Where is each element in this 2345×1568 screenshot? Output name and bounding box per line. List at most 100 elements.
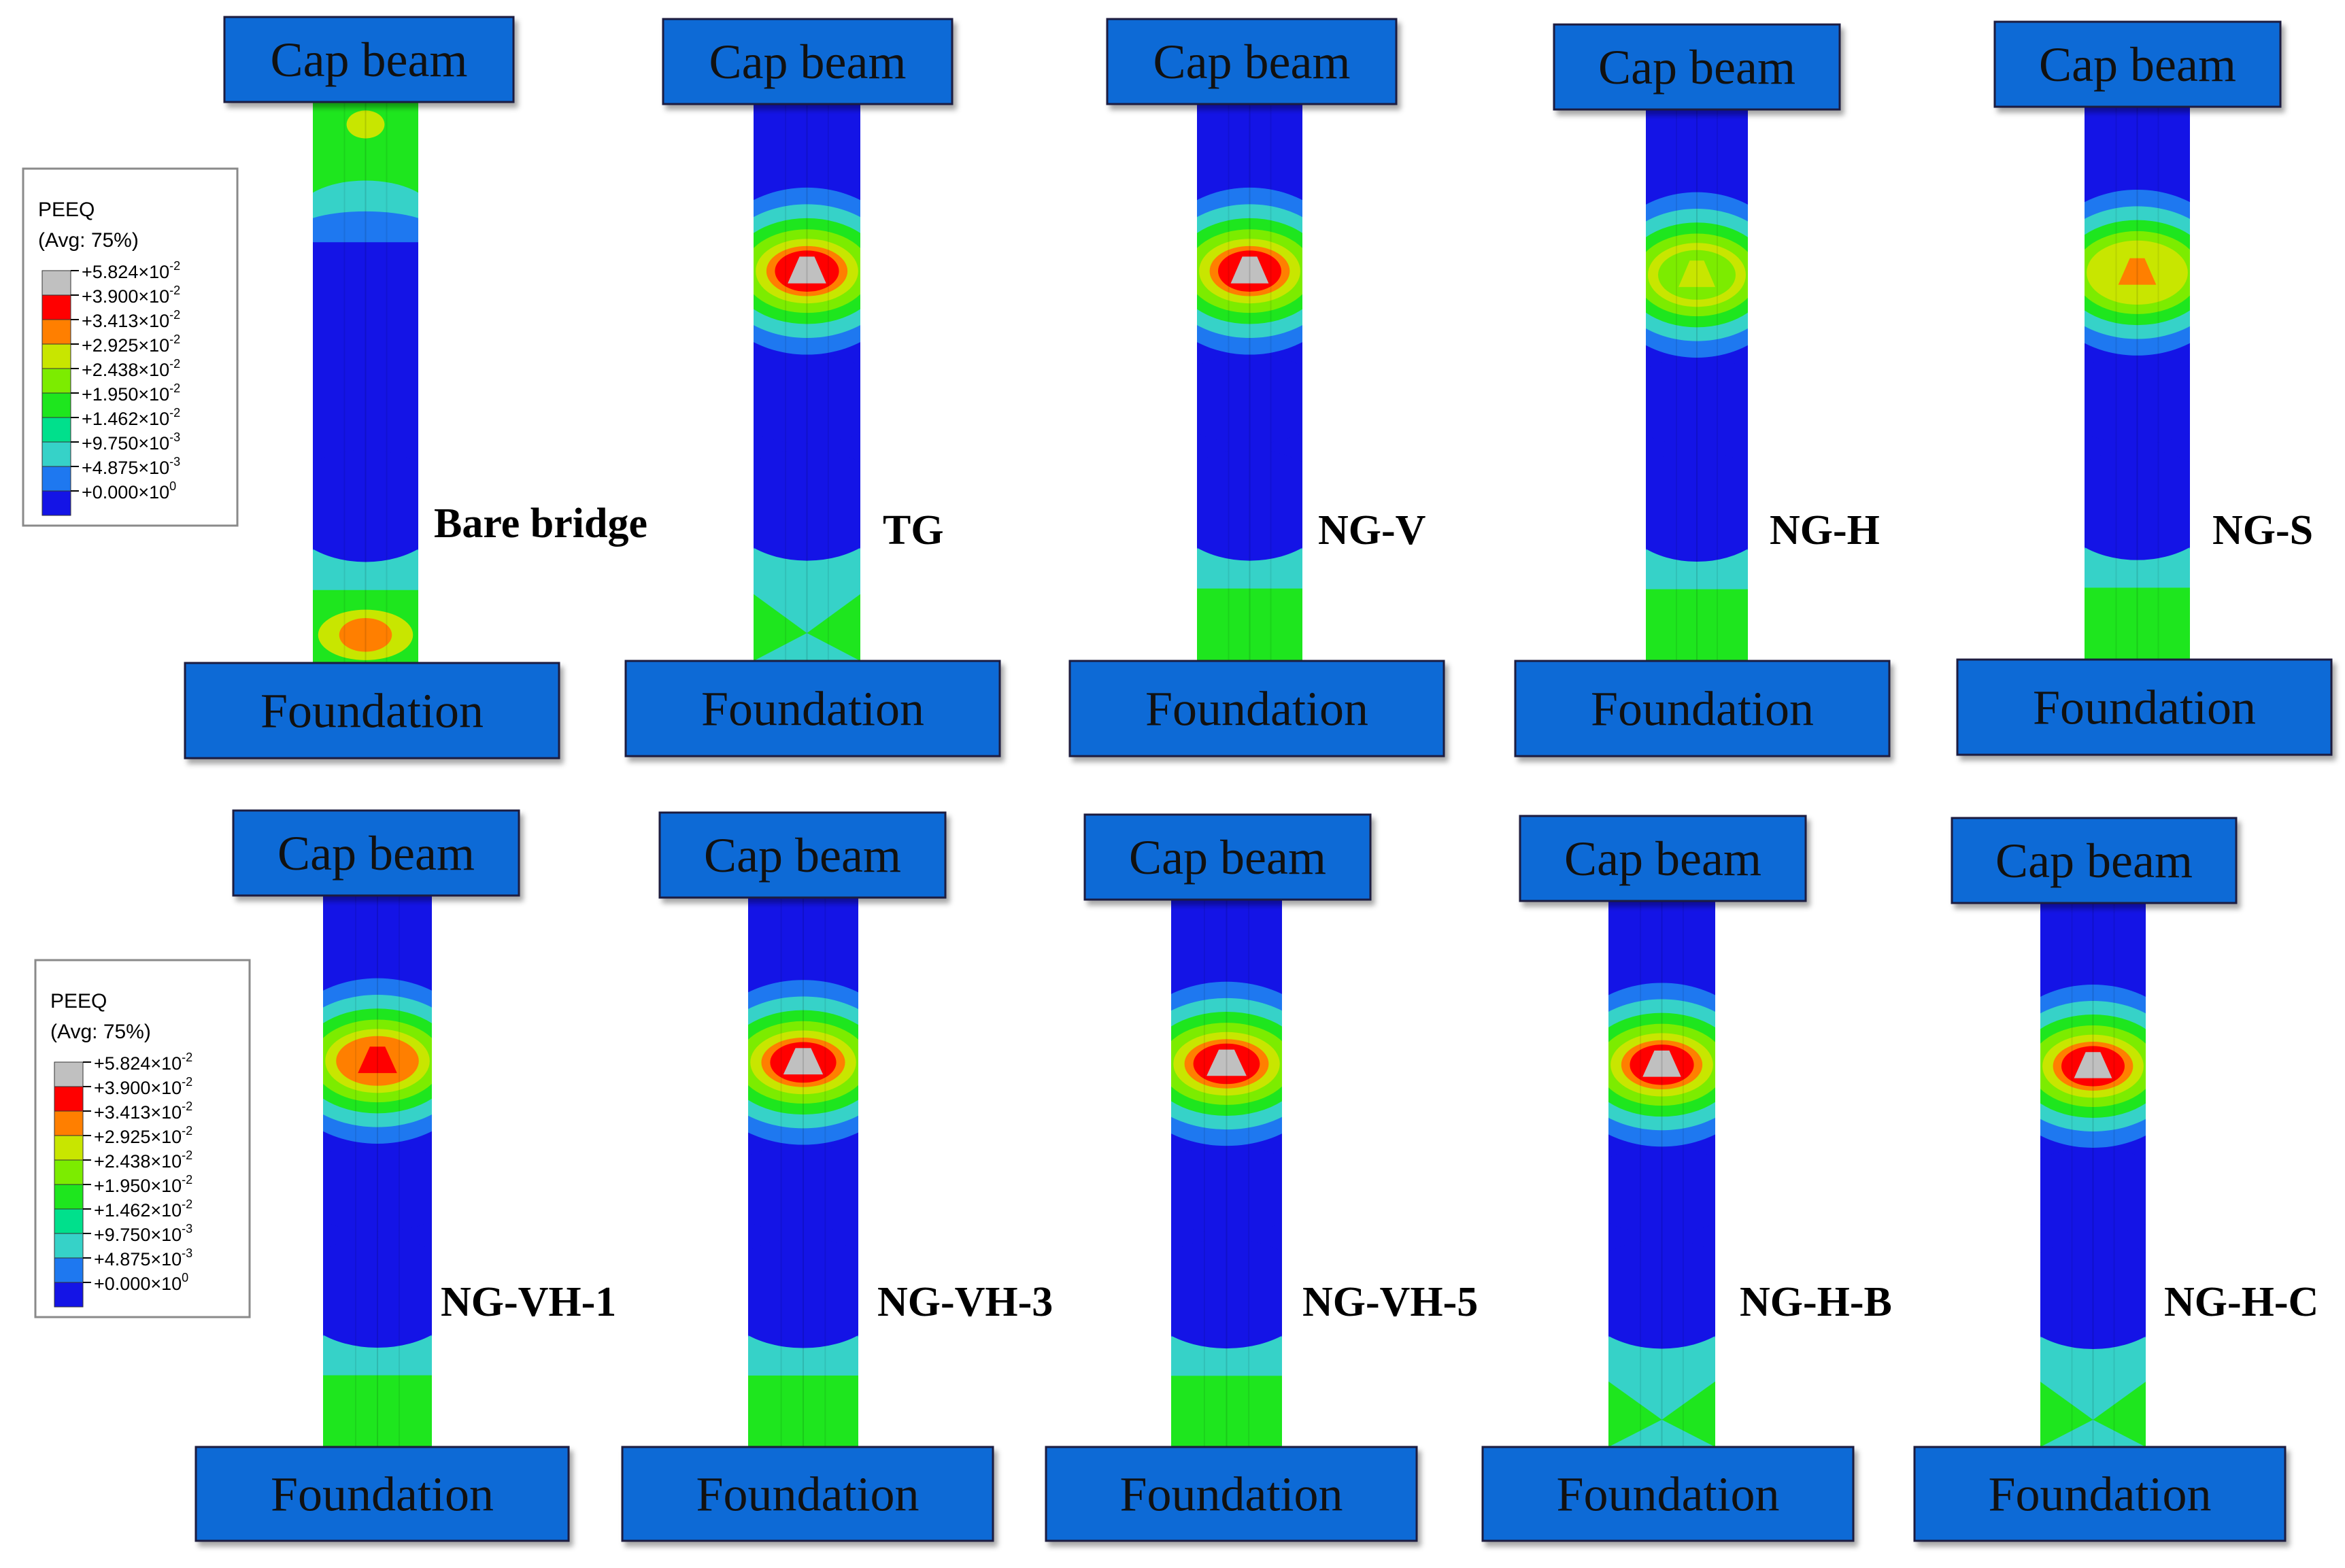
- legend-level-mantissa: +4.875×10: [82, 458, 169, 478]
- legend-level-mantissa: +3.413×10: [82, 311, 169, 331]
- legend-title: PEEQ: [50, 990, 107, 1012]
- legend-swatch: [41, 392, 71, 418]
- legend-level-exponent: -2: [182, 1124, 192, 1138]
- cap-beam-10-rect: [1951, 817, 2238, 904]
- column-7: [748, 898, 858, 1447]
- legend-level-label: +1.950×10-2: [82, 381, 180, 405]
- bottom-blue-cap: [2040, 1240, 2146, 1349]
- case-label-10: NG-H-C: [2164, 1279, 2318, 1325]
- legend-level-mantissa: +5.824×10: [82, 262, 169, 282]
- legend-level-label: +5.824×10-2: [82, 259, 180, 282]
- hinge-core: [1207, 1049, 1247, 1076]
- foundation-8-label: Foundation: [1119, 1467, 1343, 1521]
- legend-swatch: [41, 294, 71, 320]
- foundation-4-label: Foundation: [1591, 681, 1814, 736]
- cap-beam-7-rect: [658, 811, 947, 899]
- bottom-blue-cap: [1608, 1239, 1715, 1349]
- bottom-blue-cap: [2085, 449, 2190, 560]
- foundation-6: Foundation: [195, 1446, 570, 1542]
- mid-blue-band: [2085, 355, 2190, 444]
- legend-swatch: [54, 1233, 84, 1259]
- hinge-core: [1230, 256, 1269, 284]
- legend-swatch: [54, 1135, 84, 1161]
- hinge-core: [1642, 1051, 1681, 1077]
- cap-beam-2-rect: [662, 18, 954, 105]
- legend-level-mantissa: +0.000×10: [82, 482, 169, 502]
- cap-beam-4-rect: [1553, 23, 1841, 111]
- legend-level-label: +1.462×10-2: [94, 1197, 192, 1221]
- legend-level-label: +9.750×10-3: [82, 430, 180, 454]
- hinge-core: [2074, 1052, 2112, 1078]
- legend-level-exponent: -2: [182, 1173, 192, 1187]
- legend-level-exponent: -2: [182, 1075, 192, 1089]
- foundation-9-label: Foundation: [1556, 1467, 1779, 1521]
- legend-level-exponent: -3: [169, 455, 180, 468]
- legend-2: PEEQ(Avg: 75%)+5.824×10-2+3.900×10-2+3.4…: [34, 959, 251, 1318]
- column-2: [754, 104, 860, 661]
- foundation-10-label: Foundation: [1988, 1467, 2211, 1521]
- legend-level-label: +2.438×10-2: [94, 1148, 192, 1172]
- column-6: [323, 896, 432, 1447]
- legend-level-label: +4.875×10-3: [94, 1246, 192, 1269]
- foundation-4: Foundation: [1514, 660, 1891, 757]
- foundation-2-rect: [624, 660, 1001, 757]
- bottom-wedge-left: [2040, 1382, 2093, 1447]
- cap-beam-8-rect: [1083, 813, 1372, 901]
- legend-level-label: +3.413×10-2: [94, 1100, 192, 1123]
- cap-beam-9-rect: [1519, 815, 1807, 902]
- legend-level-label: +3.900×10-2: [82, 284, 180, 307]
- legend-level-mantissa: +4.875×10: [94, 1249, 182, 1269]
- case-label-7: NG-VH-3: [877, 1279, 1053, 1325]
- mid-blue-band: [1646, 357, 1748, 446]
- case-label-2: TG: [883, 507, 944, 553]
- legend-level-exponent: -2: [169, 406, 180, 420]
- legend-level-label: +3.413×10-2: [82, 308, 180, 331]
- legend-level-label: +1.462×10-2: [82, 406, 180, 429]
- column-8: [1171, 900, 1282, 1447]
- foundation-2-label: Foundation: [701, 681, 924, 736]
- legend-level-mantissa: +3.413×10: [94, 1102, 182, 1123]
- bottom-zone: [2085, 587, 2190, 660]
- mid-blue-band: [1171, 1146, 1282, 1234]
- legend-level-exponent: -2: [182, 1148, 192, 1162]
- cap-beam-5-label: Cap beam: [2039, 37, 2236, 92]
- legend-level-exponent: -2: [182, 1197, 192, 1211]
- foundation-10-rect: [1913, 1446, 2287, 1542]
- foundation-5: Foundation: [1956, 658, 2333, 756]
- legend-swatch: [41, 319, 71, 345]
- legend-level-mantissa: +1.950×10: [82, 384, 169, 405]
- legend-swatch: [54, 1110, 84, 1136]
- cap-beam-3-label: Cap beam: [1153, 35, 1351, 89]
- legend-subtitle: (Avg: 75%): [38, 229, 139, 252]
- foundation-5-rect: [1956, 658, 2333, 756]
- legend-level-exponent: -2: [169, 284, 180, 297]
- cap-beam-1-rect: [223, 16, 515, 103]
- legend-level-mantissa: +9.750×10: [94, 1225, 182, 1245]
- legend-swatch: [41, 466, 71, 492]
- bottom-blue-cap: [748, 1238, 858, 1348]
- legend-title: PEEQ: [38, 199, 95, 221]
- legend-level-exponent: -2: [182, 1051, 192, 1064]
- legend-swatch: [54, 1282, 84, 1308]
- case-label-1: Bare bridge: [434, 500, 647, 547]
- legend-level-exponent: -2: [169, 259, 180, 273]
- legend-level-exponent: -3: [182, 1222, 192, 1235]
- cap-beam-9-label: Cap beam: [1564, 832, 1761, 886]
- foundation-2: Foundation: [624, 660, 1001, 757]
- legend-level-label: +2.438×10-2: [82, 357, 180, 380]
- bottom-hotspot: [339, 618, 392, 652]
- cap-beam-6-label: Cap beam: [277, 826, 475, 881]
- legend-swatch: [41, 343, 71, 369]
- column-5: [2085, 107, 2190, 660]
- legend-1: PEEQ(Avg: 75%)+5.824×10-2+3.900×10-2+3.4…: [22, 167, 239, 527]
- legend-level-mantissa: +3.900×10: [82, 286, 169, 307]
- top-hotspot: [346, 110, 385, 139]
- legend-level-exponent: -3: [169, 430, 180, 444]
- legend-level-exponent: -2: [169, 381, 180, 395]
- foundation-9: Foundation: [1481, 1446, 1855, 1542]
- cap-beam-2-label: Cap beam: [709, 35, 907, 89]
- legend-level-exponent: 0: [169, 479, 176, 493]
- bottom-blue-cap: [313, 449, 418, 562]
- foundation-3-rect: [1068, 660, 1445, 757]
- legend-swatch: [41, 441, 71, 467]
